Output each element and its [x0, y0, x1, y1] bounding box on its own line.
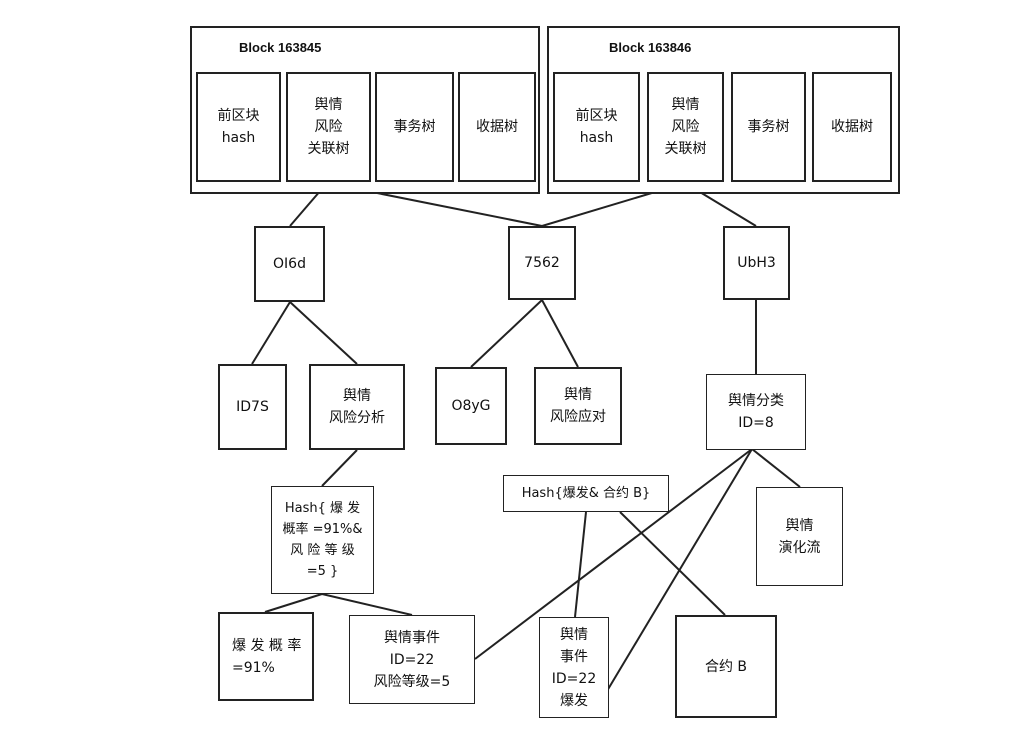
node-ubh3: UbH3 [723, 226, 790, 300]
edge-hash-event [321, 593, 413, 616]
risk-association-tree-cell: 舆情风险关联树 [286, 72, 371, 182]
edge-hashmid-event [574, 511, 587, 618]
block-title: Block 163846 [609, 40, 692, 55]
edge-7562-o8yg [470, 299, 543, 368]
edge-category-evolution [751, 448, 801, 488]
edge-oi6d-id7s [251, 301, 291, 365]
node-hash-burst-contract: Hash{爆发& 合约 B} [503, 475, 669, 512]
risk-association-tree-cell: 舆情风险关联树 [647, 72, 724, 182]
node-risk-evolution-flow: 舆情演化流 [756, 487, 843, 586]
node-7562: 7562 [508, 226, 576, 300]
node-id7s: ID7S [218, 364, 287, 450]
node-oi6d: OI6d [254, 226, 325, 302]
receipt-tree-cell: 收据树 [458, 72, 536, 182]
node-burst-probability: 爆 发 概 率=91% [218, 612, 314, 701]
block-title: Block 163845 [239, 40, 322, 55]
transaction-tree-cell: 事务树 [731, 72, 806, 182]
node-risk-analysis: 舆情风险分析 [309, 364, 405, 450]
node-o8yg: O8yG [435, 367, 507, 445]
edge-oi6d-analysis [289, 301, 358, 365]
edge-analysis-hash [321, 449, 358, 487]
receipt-tree-cell: 收据树 [812, 72, 892, 182]
transaction-tree-cell: 事务树 [375, 72, 454, 182]
node-risk-response: 舆情风险应对 [534, 367, 622, 445]
node-hash-burst-risk: Hash{ 爆 发概率 =91%&风 险 等 级=5 } [271, 486, 374, 594]
node-contract-b: 合约 B [675, 615, 777, 718]
edge-hash-burst [264, 593, 323, 613]
edge-hashmid-contract [619, 511, 726, 616]
edge-7562-response [541, 299, 579, 368]
edge-category-event-left [474, 448, 753, 660]
